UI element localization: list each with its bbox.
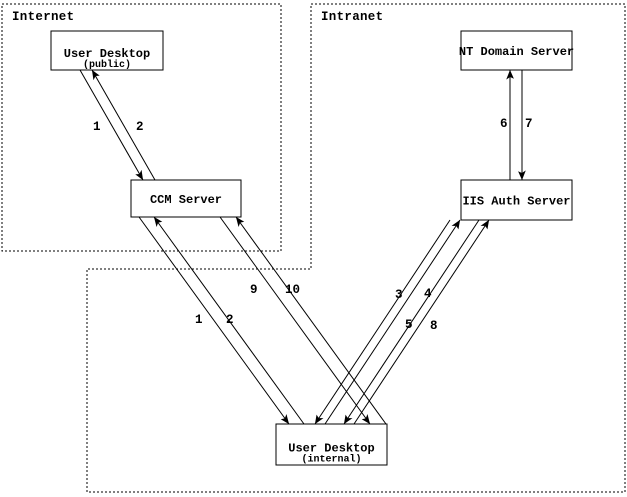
flow-1-ccm-to-internal-desktop-label: 1 [195,313,203,327]
flow-8-internal-desktop-to-iis-label: 8 [430,319,438,333]
iis-auth-server-label: IIS Auth Server [462,195,570,209]
flow-3-iis-to-internal-desktop-arrow [314,219,451,425]
flow-2-internal-desktop-to-ccm-label: 2 [226,313,234,327]
flow-3-iis-to-internal-desktop-label: 3 [395,288,403,302]
flow-9-ccm-to-internal-desktop-label: 9 [250,283,258,297]
flow-2-ccm-to-public-desktop-label: 2 [136,120,144,134]
flow-2-internal-desktop-to-ccm-arrow [153,216,305,425]
flow-1-ccm-to-internal-desktop-arrow [138,216,290,425]
internet-zone-label: Internet [12,10,74,24]
flow-5-iis-to-internal-desktop-label: 5 [405,318,413,332]
ccm-server-label: CCM Server [150,193,222,207]
flow-8-internal-desktop-to-iis-arrow [353,219,490,425]
intranet-zone-border [86,3,626,493]
user-desktop-public-box [50,30,164,71]
ccm-server-box [130,179,242,218]
flow-1-public-desktop-to-ccm-arrow [79,69,144,181]
flow-10-internal-desktop-to-ccm-arrow [235,216,387,425]
flow-2-ccm-to-public-desktop-arrow [91,69,156,181]
flow-10-internal-desktop-to-ccm-label: 10 [285,283,300,297]
flow-5-iis-to-internal-desktop-arrow [343,219,480,425]
user-desktop-internal-label: User Desktop [288,441,374,455]
flow-4-internal-desktop-to-iis-arrow [324,219,461,425]
user-desktop-public-sublabel: (public) [83,59,131,71]
flow-6-iis-to-nt-domain-label: 6 [500,117,508,131]
edges-layer: 1 2 6 7 1 2 9 10 3 4 5 8 [79,69,533,425]
flow-7-nt-domain-to-iis-label: 7 [525,117,533,131]
zones-layer: Internet Intranet [1,3,626,493]
flow-4-internal-desktop-to-iis-label: 4 [424,287,432,301]
internet-zone-border [1,3,282,252]
nt-domain-server-label: NT Domain Server [459,45,574,59]
user-desktop-internal-box [275,423,388,466]
iis-auth-server-box [460,179,573,221]
flow-9-ccm-to-internal-desktop-arrow [219,216,371,425]
flow-1-public-desktop-to-ccm-label: 1 [93,120,101,134]
user-desktop-internal-sublabel: (internal) [301,454,361,466]
nt-domain-server-box [460,30,573,71]
intranet-zone-label: Intranet [321,10,383,24]
user-desktop-public-label: User Desktop [64,47,150,61]
